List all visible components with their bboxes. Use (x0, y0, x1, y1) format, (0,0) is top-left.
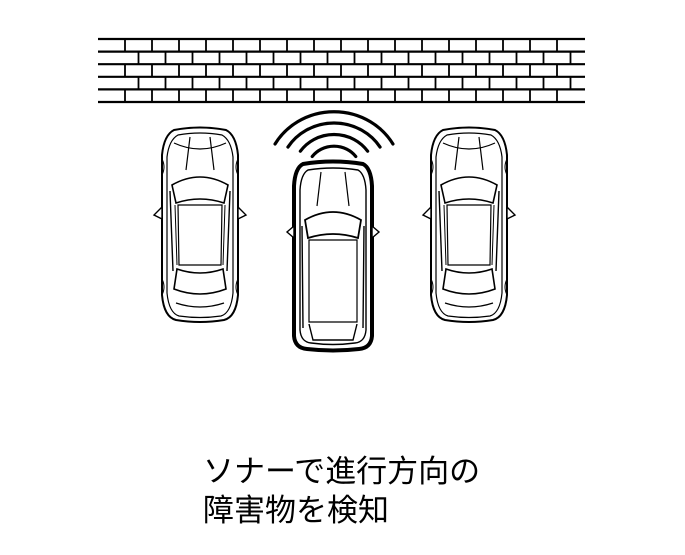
sonar-wave-icon (273, 110, 395, 159)
parked-car-right-icon (422, 126, 516, 323)
brick-wall-icon (98, 37, 585, 104)
caption-line-1: ソナーで進行方向の (203, 454, 481, 490)
parked-car-left-icon (153, 126, 247, 323)
caption-line-2: 障害物を検知 (203, 493, 389, 529)
sonar-car-icon (285, 159, 381, 353)
